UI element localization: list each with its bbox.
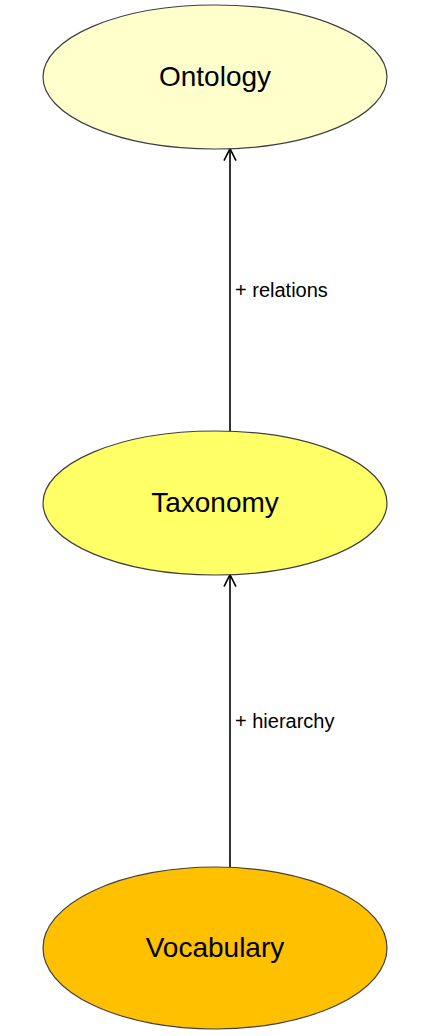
- node-label: Taxonomy: [151, 487, 279, 519]
- edge-label: + hierarchy: [233, 709, 337, 733]
- arrow-connector: [229, 575, 231, 868]
- ellipse-node: Taxonomy: [42, 430, 388, 576]
- node-label: Ontology: [159, 61, 271, 93]
- ellipse-node: Ontology: [42, 4, 388, 150]
- arrow-connector: [229, 149, 231, 432]
- node-label: Vocabulary: [146, 932, 285, 964]
- edge-label: + relations: [233, 278, 330, 302]
- ellipse-node: Vocabulary: [42, 866, 388, 1030]
